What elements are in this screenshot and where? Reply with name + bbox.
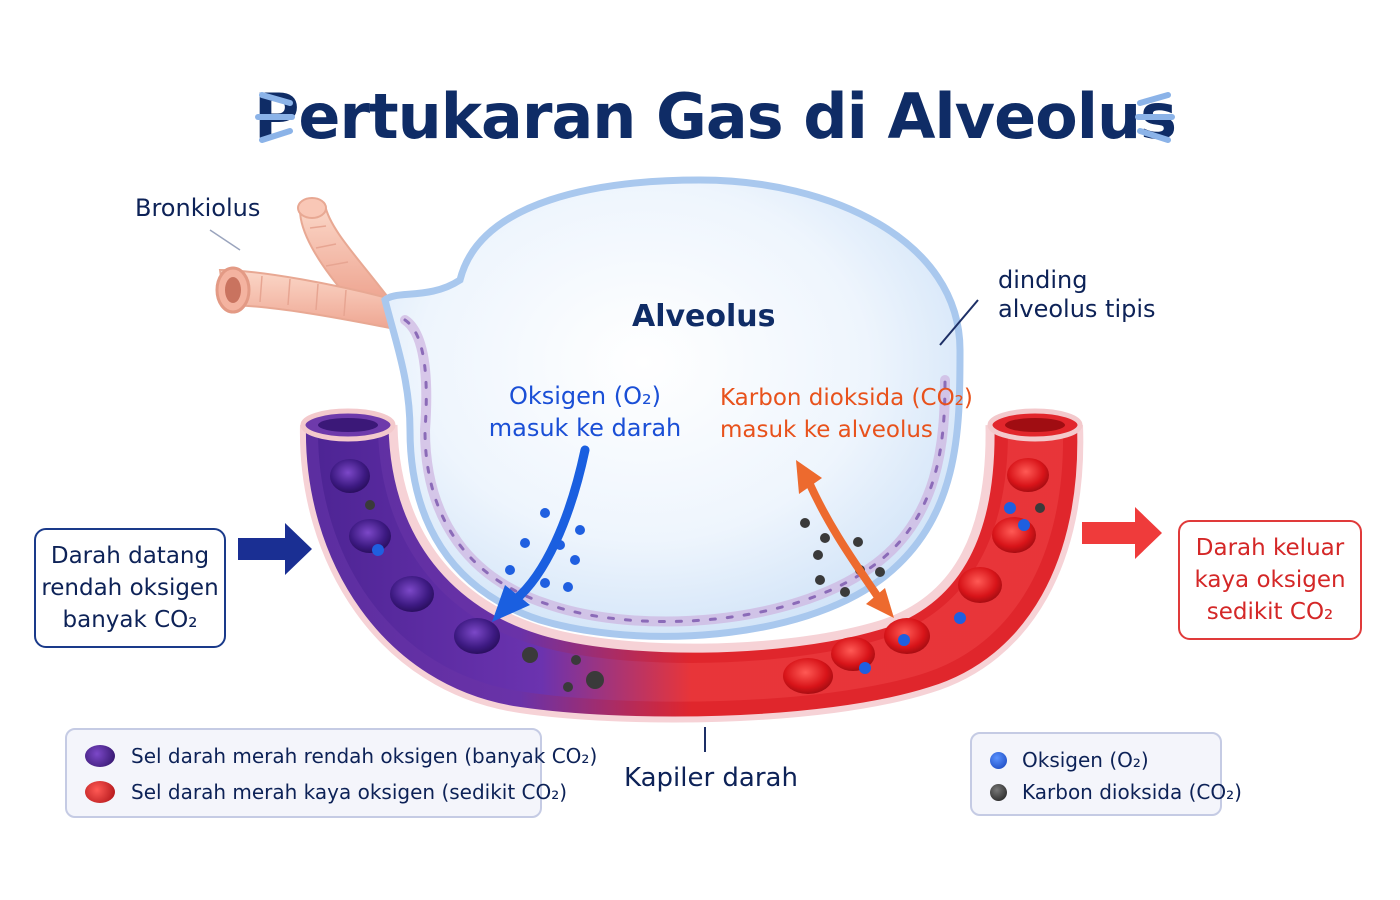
oxygenated-cell-icon [85,781,115,803]
blood-in-arrow [238,523,312,575]
title-decoration-left [255,92,295,143]
legend-item-co2: Karbon dioksida (CO₂) [990,780,1242,804]
red-blood-cell [958,567,1002,603]
title-decoration-right [1135,92,1175,143]
red-blood-cell [1007,458,1049,492]
deoxygenated-cell-icon [85,745,115,767]
legend-item-oxygen: Oksigen (O₂) [990,748,1149,772]
red-blood-cell [454,618,500,654]
red-blood-cell [349,519,391,553]
oxygen-flow-arrow [492,445,590,622]
alveolus-sac [381,176,964,640]
blood-out-box: Darah keluar kaya oksigen sedikit CO₂ [1178,520,1362,640]
red-blood-cell [390,576,434,612]
red-blood-cell [783,658,833,694]
co2-dot-icon [990,783,1007,801]
legend-item-deoxygenated: Sel darah merah rendah oksigen (banyak C… [85,744,597,768]
page-title: Pertukaran Gas di Alveolus [253,80,1177,153]
capillary-label: Kapiler darah [624,763,798,793]
molecule-legend: Oksigen (O₂) Karbon dioksida (CO₂) [970,732,1242,816]
co2-flow-label: Karbon dioksida (CO₂) masuk ke alveolus [720,385,973,443]
blood-out-arrow [1082,507,1162,559]
alveolus-label: Alveolus [632,299,776,334]
oxygen-flow-label: Oksigen (O₂) masuk ke darah [488,382,682,442]
wall-label: dinding alveolus tipis [998,266,1156,323]
oxygen-dot-icon [990,751,1007,769]
deoxygenated-cells [330,459,500,654]
cell-legend: Sel darah merah rendah oksigen (banyak C… [65,728,597,818]
wall-pointer [939,299,979,346]
red-blood-cell [330,459,370,493]
capillary-vessel [299,408,1084,723]
blood-in-box: Darah datang rendah oksigen banyak CO₂ [34,528,226,648]
legend-item-oxygenated: Sel darah merah kaya oksigen (sedikit CO… [85,780,567,804]
oxygenated-cells [783,458,1049,694]
bronchiole-label: Bronkiolus [135,194,261,222]
bronchiole-pointer [209,229,241,251]
co2-flow-arrow [796,460,894,618]
